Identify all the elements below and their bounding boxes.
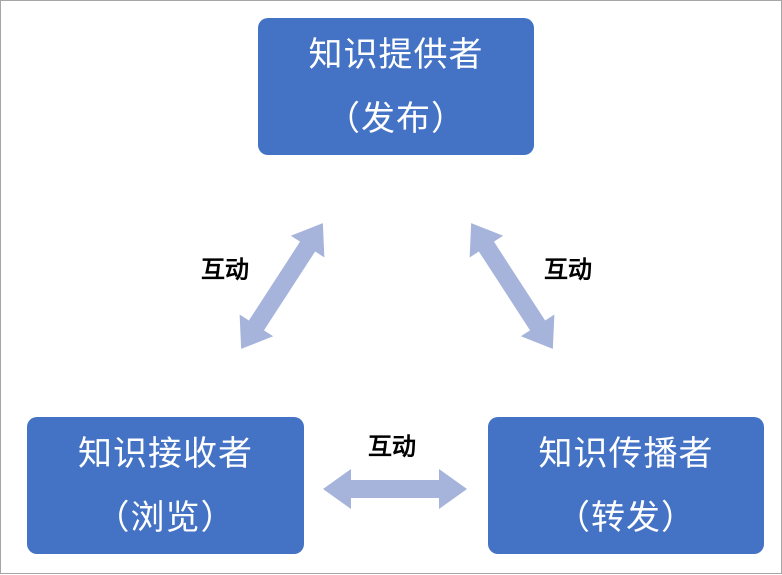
arrow-provider-receiver [239,223,325,349]
edge-label-receiver-spreader: 互动 [368,432,416,461]
arrow-receiver-spreader [323,469,467,509]
edge-label-provider-spreader: 互动 [544,255,592,284]
node-subtitle: （转发） [556,497,696,538]
node-knowledge-provider: 知识提供者 （发布） [258,18,534,155]
node-knowledge-receiver: 知识接收者 （浏览） [27,417,304,554]
node-knowledge-spreader: 知识传播者 （转发） [488,417,764,554]
arrow-provider-spreader [469,223,555,349]
node-title: 知识传播者 [538,433,714,474]
edge-label-provider-receiver: 互动 [201,255,249,284]
node-title: 知识提供者 [308,34,484,75]
node-subtitle: （发布） [326,98,466,139]
node-subtitle: （浏览） [95,497,236,538]
node-title: 知识接收者 [78,433,253,474]
